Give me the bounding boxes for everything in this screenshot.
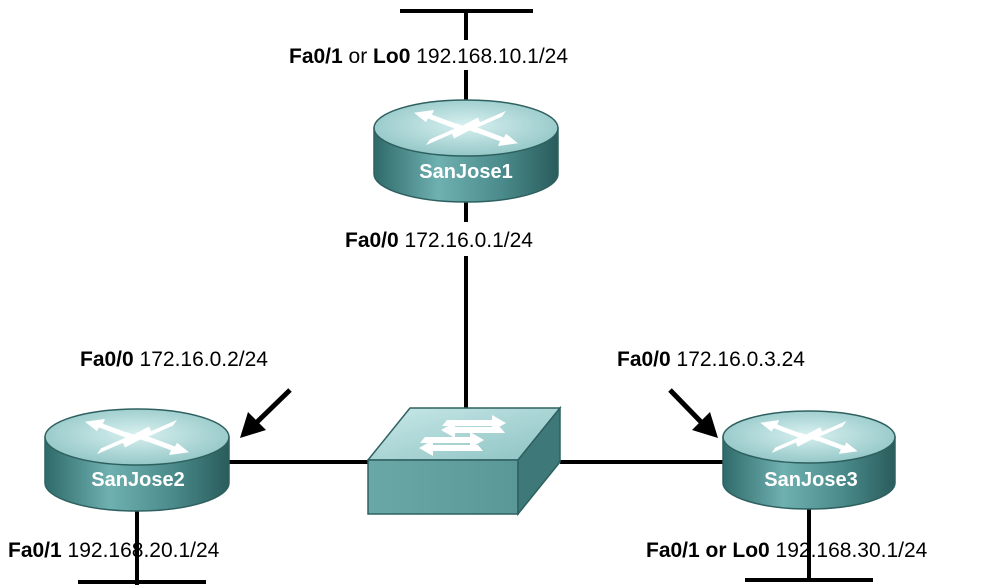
router-name-sj1: SanJose1 — [419, 161, 513, 183]
router-sj3-icon — [722, 410, 896, 510]
links — [78, 9, 873, 585]
iface-addr: 192.168.30.1/24 — [769, 539, 928, 562]
iface-name: Fa0/0 — [617, 348, 671, 371]
arrow-sj2 — [240, 388, 292, 438]
iface-name-alt: Lo0 — [373, 45, 411, 68]
label-sj3-fa01: Fa0/1 or Lo0 192.168.30.1/24 — [646, 540, 927, 561]
iface-addr: 192.168.10.1/24 — [410, 45, 569, 68]
routers — [44, 99, 896, 512]
iface-addr: 172.16.0.3.24 — [670, 348, 805, 371]
label-sj1-lan: Fa0/1 or Lo0 192.168.10.1/24 — [289, 46, 568, 67]
iface-name: Fa0/0 — [345, 229, 399, 252]
switch-icon — [366, 405, 562, 517]
iface-name: Fa0/1 — [8, 539, 62, 562]
router-sj1-icon — [373, 99, 559, 203]
label-sj1-fa00: Fa0/0 172.16.0.1/24 — [345, 230, 533, 251]
router-name-sj2: SanJose2 — [91, 469, 185, 491]
arrow-sj3 — [668, 388, 718, 438]
iface-name: Fa0/0 — [80, 348, 134, 371]
iface-name: Fa0/1 — [289, 45, 343, 68]
router-sj2-icon — [44, 408, 230, 512]
router-name-sj3: SanJose3 — [764, 469, 858, 491]
iface-addr: 192.168.20.1/24 — [61, 539, 220, 562]
label-sj3-fa00: Fa0/0 172.16.0.3.24 — [617, 349, 805, 370]
label-sj2-fa00: Fa0/0 172.16.0.2/24 — [80, 349, 268, 370]
label-sj2-fa01: Fa0/1 192.168.20.1/24 — [8, 540, 219, 561]
iface-addr: 172.16.0.2/24 — [133, 348, 268, 371]
iface-name: Fa0/1 or Lo0 — [646, 539, 770, 562]
iface-sep: or — [342, 45, 374, 68]
iface-addr: 172.16.0.1/24 — [398, 229, 533, 252]
